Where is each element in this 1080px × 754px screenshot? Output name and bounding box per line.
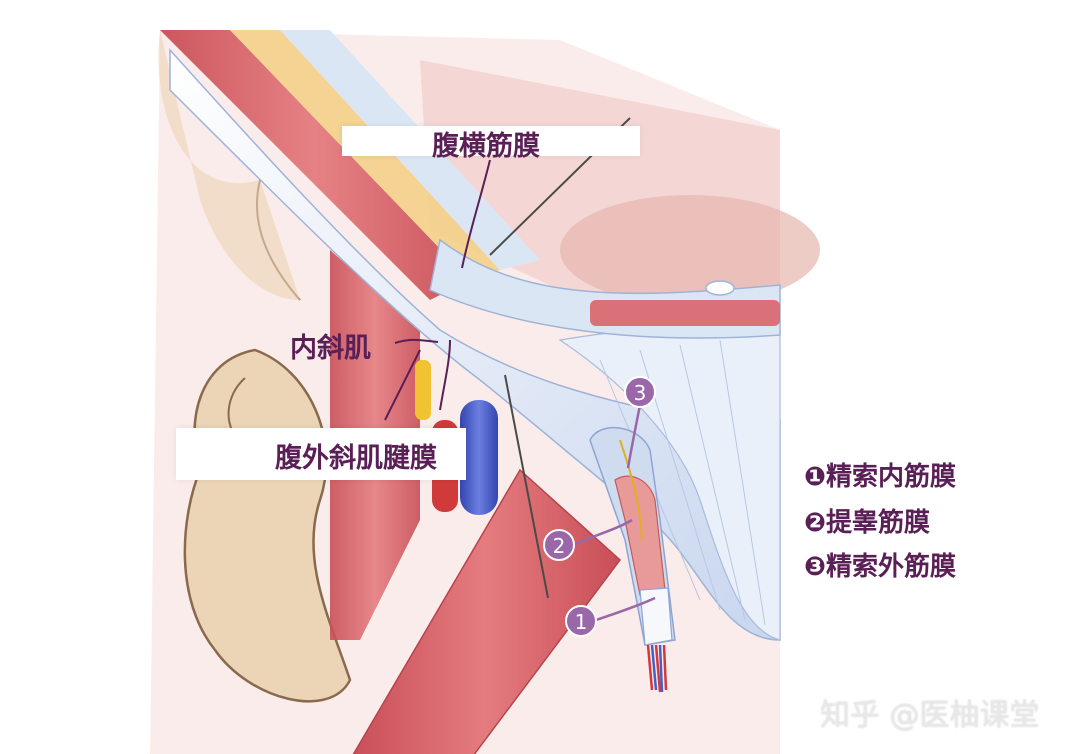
label-box-transversalis-fascia bbox=[342, 126, 640, 156]
label-external-oblique-aponeurosis: 腹外斜肌腱膜 bbox=[275, 443, 437, 474]
transversus-band bbox=[429, 238, 781, 339]
svg-text:2: 2 bbox=[553, 534, 566, 558]
legend-symbol: ❷ bbox=[804, 508, 827, 538]
legend-symbol: ❶ bbox=[804, 462, 827, 492]
marker-3: 3 bbox=[624, 376, 656, 408]
svg-text:3: 3 bbox=[634, 381, 647, 405]
pointer-lines bbox=[384, 159, 491, 421]
spermatic-cord bbox=[589, 426, 676, 693]
legend-text: 精索内筋膜 bbox=[826, 462, 957, 492]
legend-text: 精索外筋膜 bbox=[826, 552, 957, 582]
legend-text: 提睾筋膜 bbox=[826, 508, 931, 538]
marker-2: 2 bbox=[543, 529, 575, 561]
legend-item-1: ❶精索内筋膜 bbox=[804, 456, 956, 493]
marker-pointers bbox=[572, 404, 656, 622]
legend-symbol: ❸ bbox=[804, 552, 827, 582]
legend-item-3: ❸精索外筋膜 bbox=[804, 546, 956, 583]
label-box-external-oblique bbox=[176, 428, 466, 480]
label-transversalis-fascia: 腹横筋膜 bbox=[432, 131, 540, 162]
marker-1: 1 bbox=[565, 605, 597, 637]
legend-item-2: ❷提睾筋膜 bbox=[804, 502, 930, 539]
svg-text:1: 1 bbox=[575, 610, 588, 634]
watermark: 知乎 @医柚课堂 bbox=[820, 698, 1040, 733]
label-internal-oblique: 内斜肌 bbox=[290, 333, 371, 364]
